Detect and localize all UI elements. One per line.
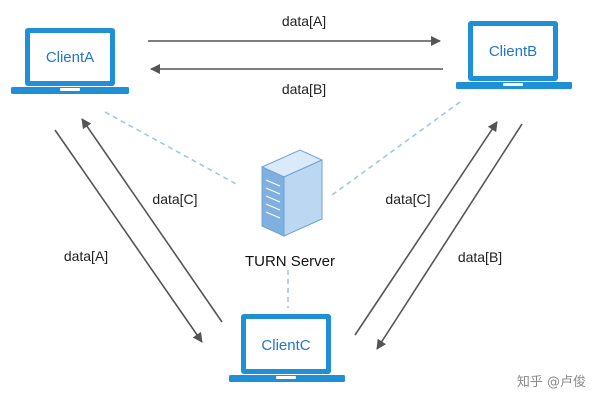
server-icon	[260, 149, 324, 237]
client-c-label: ClientC	[261, 337, 310, 354]
arrow-c-to-a	[81, 118, 223, 323]
laptop-icon	[229, 314, 345, 382]
turn-server-node: TURN Server	[245, 149, 335, 270]
edge-label-a-to-c: data[A]	[64, 248, 108, 264]
edge-label-a-to-b: data[A]	[282, 13, 326, 29]
arrow-b-to-c	[376, 123, 523, 350]
edge-label-c-to-a: data[C]	[152, 191, 197, 207]
client-c-node: ClientC	[229, 314, 345, 382]
connector-client-b	[331, 101, 461, 196]
watermark-text: 知乎 @卢俊	[516, 375, 586, 390]
laptop-icon	[456, 21, 572, 89]
edge-label-c-to-b: data[C]	[385, 191, 430, 207]
client-b-node: ClientB	[456, 21, 572, 89]
client-a-node: ClientA	[11, 28, 129, 94]
edge-label-b-to-a: data[B]	[282, 81, 326, 97]
edge-label-b-to-c: data[B]	[458, 249, 502, 265]
arrows	[54, 36, 523, 350]
arrow-c-to-b	[354, 121, 498, 336]
client-a-label: ClientA	[46, 49, 94, 66]
laptop-icon	[11, 28, 129, 94]
connector-client-a	[104, 111, 239, 186]
turn-server-label: TURN Server	[245, 253, 335, 270]
arrow-a-to-c	[54, 129, 203, 343]
client-b-label: ClientB	[489, 43, 537, 60]
server-connectors	[104, 101, 461, 308]
